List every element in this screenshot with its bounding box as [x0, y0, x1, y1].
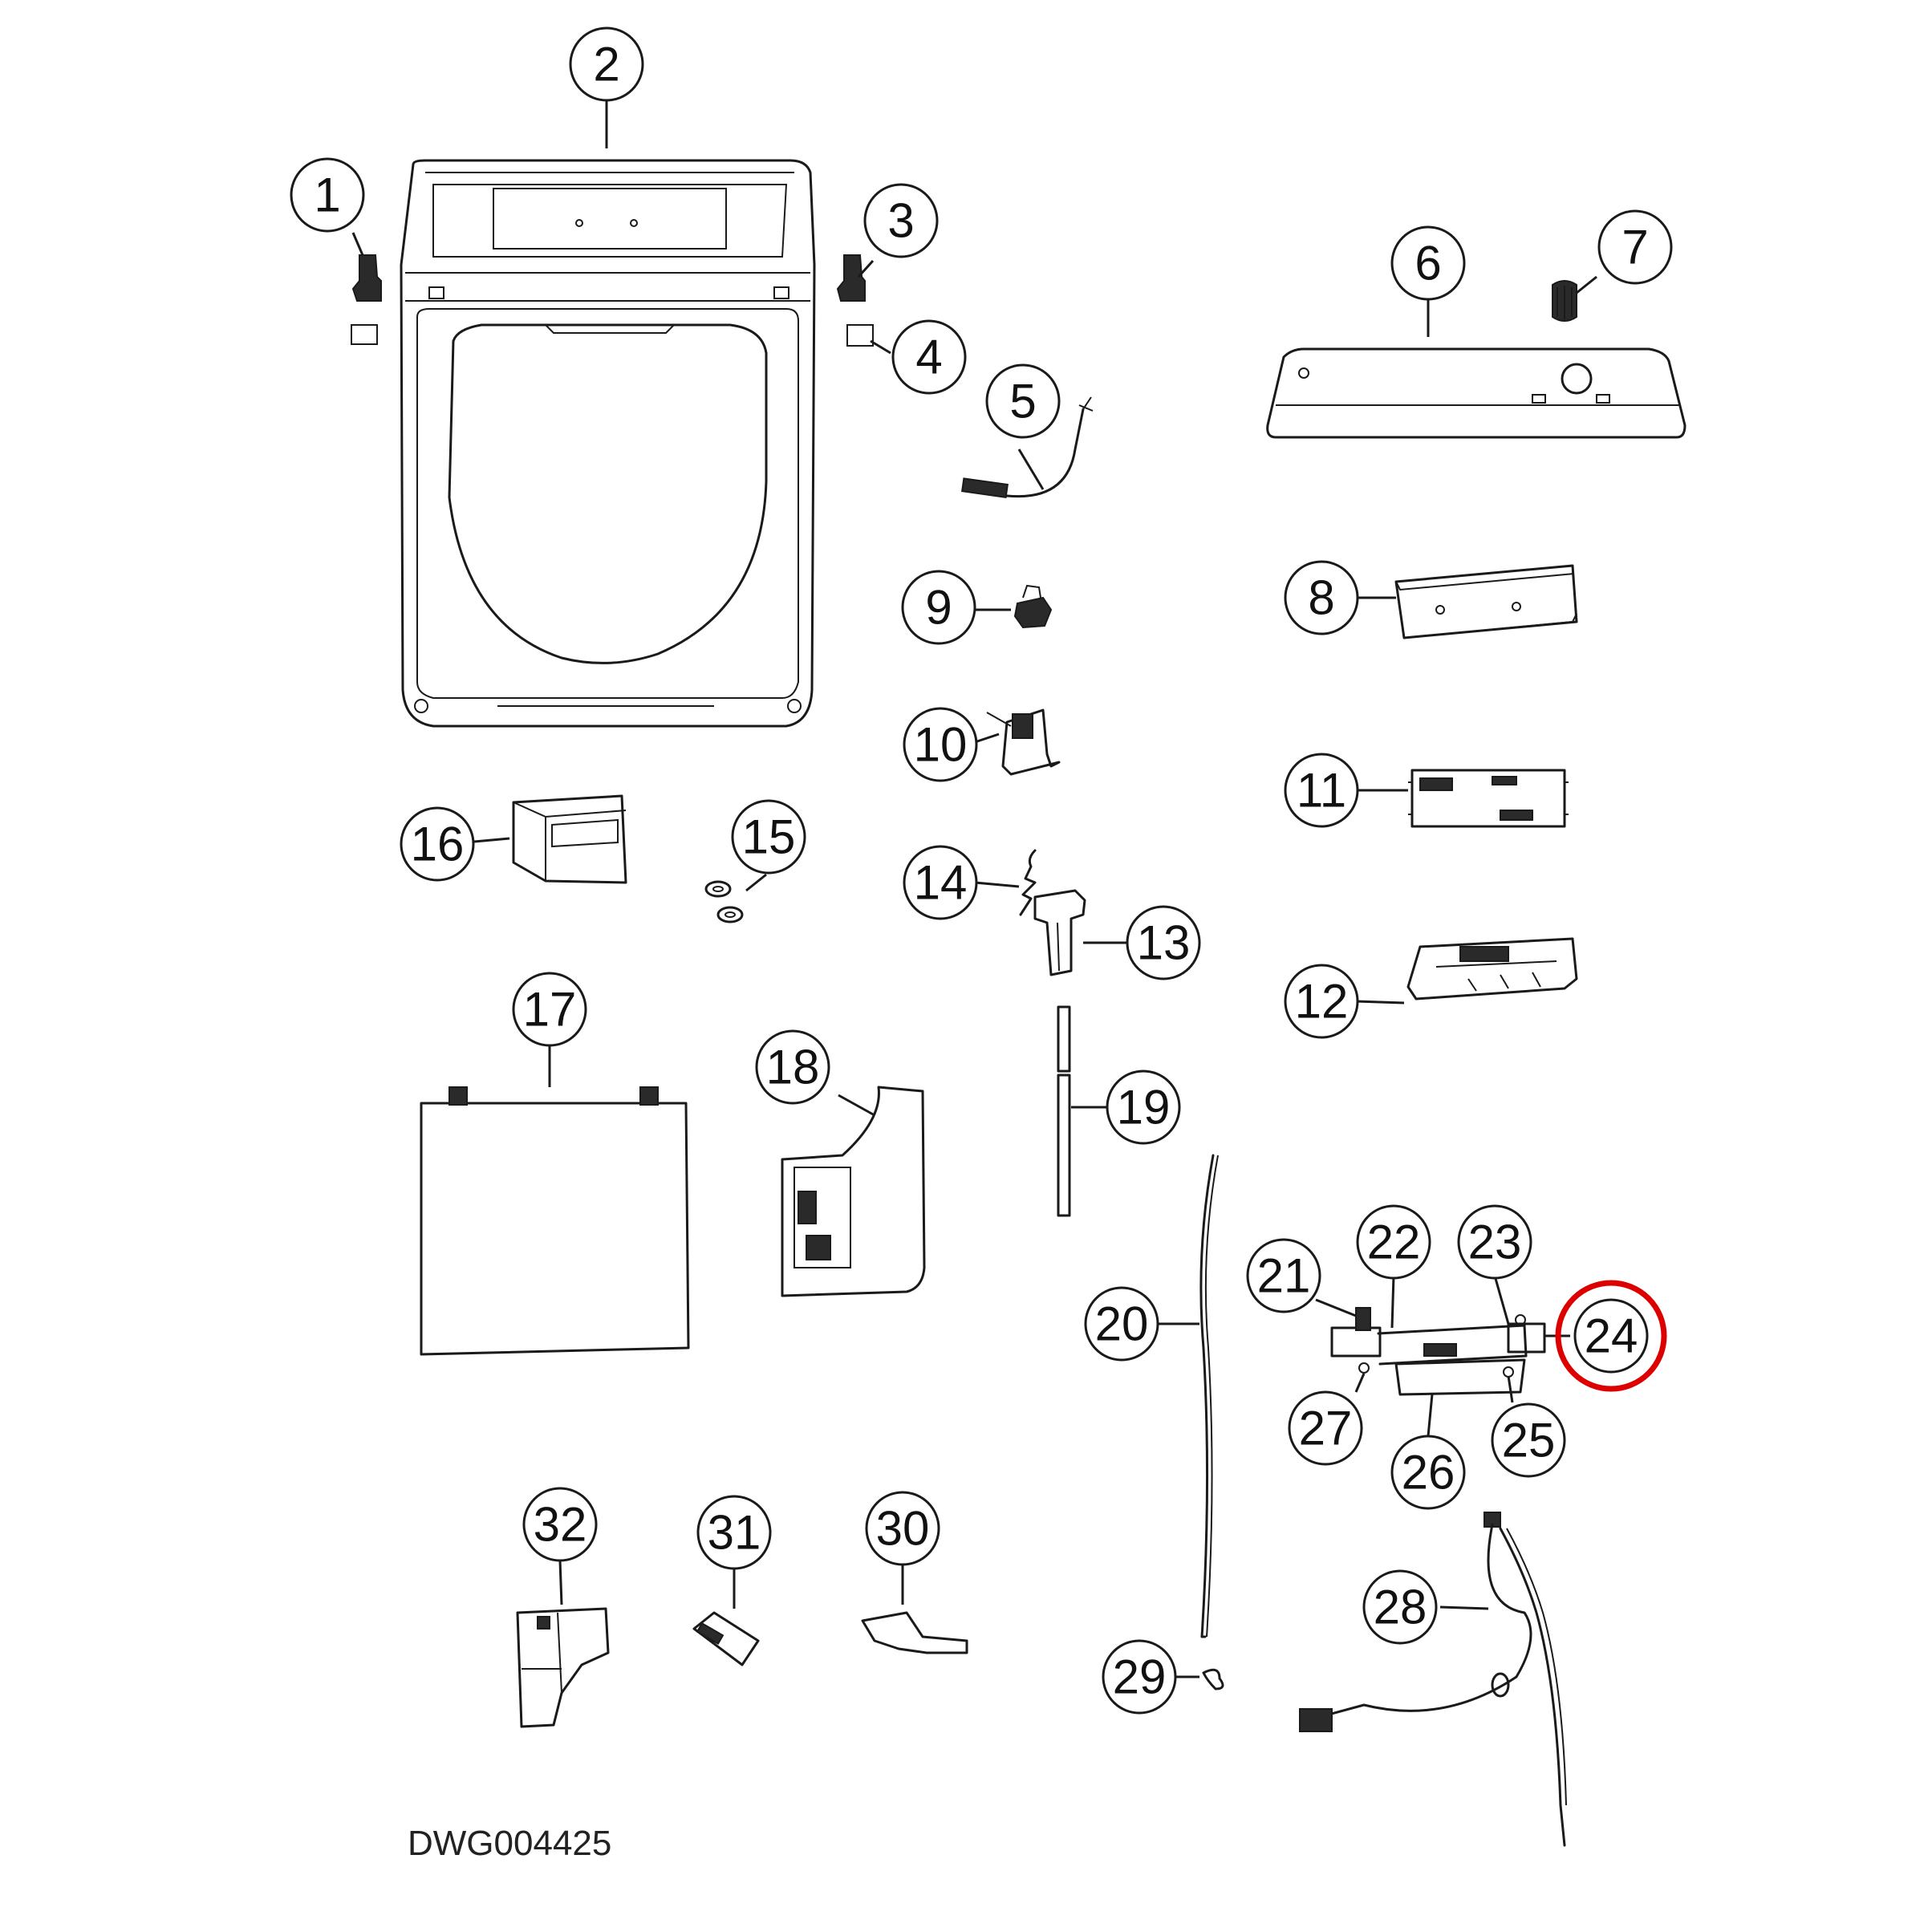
part-30-latch-bracket: [861, 1611, 968, 1654]
svg-text:3: 3: [887, 194, 914, 248]
svg-text:24: 24: [1585, 1309, 1638, 1363]
svg-text:18: 18: [766, 1041, 820, 1094]
leader-lines: [351, 96, 1597, 1678]
part-32-housing: [516, 1607, 610, 1728]
part-31-connector-block: [692, 1611, 760, 1666]
svg-text:11: 11: [1297, 764, 1346, 818]
callout-17: 17: [512, 972, 587, 1047]
svg-text:8: 8: [1308, 571, 1334, 625]
part-13-actuator: [1033, 889, 1086, 976]
callout-12: 12: [1284, 964, 1359, 1039]
part-15-washers: [704, 880, 744, 923]
svg-text:27: 27: [1299, 1402, 1353, 1455]
part-28-wire-harness: [1299, 1512, 1567, 1847]
svg-text:4: 4: [915, 331, 942, 384]
callout-16: 16: [400, 806, 475, 882]
callout-11: 11: [1284, 753, 1359, 828]
svg-text:15: 15: [742, 810, 796, 864]
callout-13: 13: [1126, 905, 1201, 980]
svg-text:12: 12: [1295, 975, 1349, 1029]
svg-text:19: 19: [1117, 1081, 1171, 1134]
part-2-top-lid: [400, 159, 816, 728]
svg-text:25: 25: [1502, 1414, 1556, 1467]
part-29-hose-clip: [1202, 1668, 1224, 1690]
svg-text:14: 14: [914, 856, 968, 910]
svg-text:17: 17: [523, 983, 577, 1037]
svg-text:9: 9: [925, 581, 952, 635]
drawing-number: DWG004425: [408, 1824, 611, 1863]
part-5-cable-sensor: [961, 396, 1094, 498]
part-9-switch: [1013, 584, 1053, 629]
part-7-knob: [1552, 280, 1577, 322]
part-12-display-board: [1406, 937, 1578, 1000]
callout-22: 22: [1356, 1204, 1431, 1280]
part-4-bushing: [846, 324, 874, 347]
callout-9: 9: [901, 570, 976, 645]
callout-15: 15: [731, 799, 806, 875]
svg-text:2: 2: [593, 38, 619, 91]
svg-text:1: 1: [314, 168, 340, 222]
svg-text:5: 5: [1009, 375, 1036, 428]
part-3-hinge-right: [836, 254, 866, 302]
part-10-lid-lock: [986, 708, 1061, 776]
svg-text:21: 21: [1257, 1249, 1311, 1303]
callout-10: 10: [903, 707, 978, 782]
callout-28: 28: [1362, 1569, 1438, 1645]
part-17-front-panel: [420, 1086, 690, 1356]
callout-8: 8: [1284, 560, 1359, 635]
callout-6: 6: [1390, 225, 1466, 301]
part-19-shaft: [1057, 1005, 1071, 1217]
callout-24: 24: [1573, 1298, 1649, 1374]
svg-text:32: 32: [534, 1498, 587, 1552]
svg-text:10: 10: [914, 718, 968, 772]
svg-text:7: 7: [1622, 221, 1648, 274]
callout-25: 25: [1491, 1402, 1566, 1478]
callout-23: 23: [1457, 1204, 1532, 1280]
callout-18: 18: [755, 1029, 830, 1105]
callout-32: 32: [522, 1487, 598, 1562]
svg-text:20: 20: [1095, 1297, 1149, 1351]
svg-text:29: 29: [1113, 1650, 1167, 1704]
part-11-control-board: [1408, 769, 1569, 828]
callout-31: 31: [696, 1495, 772, 1570]
callout-21: 21: [1246, 1238, 1321, 1313]
part-20-hose: [1199, 1154, 1219, 1638]
callout-30: 30: [865, 1491, 940, 1566]
callout-27: 27: [1288, 1390, 1363, 1466]
callout-5: 5: [985, 363, 1061, 439]
callout-19: 19: [1106, 1070, 1181, 1145]
callout-2: 2: [569, 26, 644, 102]
callout-20: 20: [1084, 1286, 1159, 1362]
callout-26: 26: [1390, 1435, 1466, 1510]
callout-24-highlight: [1555, 1280, 1667, 1392]
svg-text:26: 26: [1402, 1446, 1455, 1500]
svg-text:31: 31: [708, 1506, 761, 1560]
svg-text:30: 30: [876, 1502, 930, 1556]
callout-3: 3: [863, 183, 939, 258]
callout-29: 29: [1102, 1639, 1177, 1715]
svg-text:16: 16: [411, 818, 465, 871]
callout-14: 14: [903, 845, 978, 920]
svg-text:23: 23: [1468, 1216, 1522, 1269]
svg-text:13: 13: [1137, 916, 1191, 970]
part-6-control-console: [1266, 347, 1686, 439]
part-14-spring: [1019, 849, 1037, 916]
part-1-hinge-left: [351, 254, 382, 345]
svg-text:6: 6: [1414, 237, 1441, 290]
part-valve-assembly: [1330, 1307, 1546, 1396]
svg-text:22: 22: [1367, 1216, 1421, 1269]
part-8-bracket: [1394, 564, 1578, 639]
callout-4: 4: [891, 319, 967, 395]
part-18-side-bracket: [781, 1086, 926, 1297]
part-16-dispenser-drawer: [512, 794, 627, 884]
callout-7: 7: [1597, 209, 1673, 285]
callout-1: 1: [290, 157, 365, 233]
svg-text:28: 28: [1374, 1581, 1427, 1634]
